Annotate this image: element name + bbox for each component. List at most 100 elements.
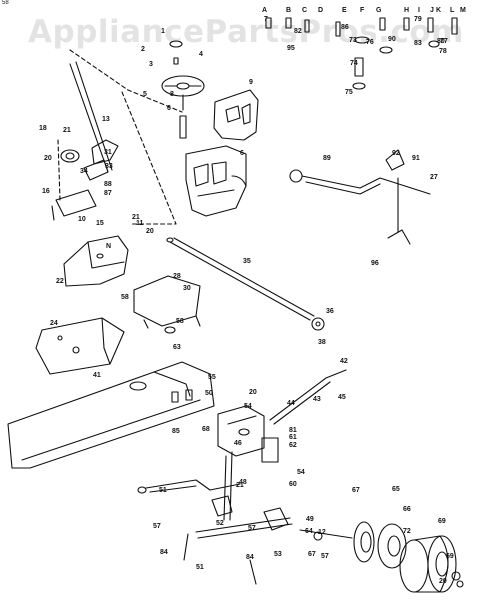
callout-21: 21: [132, 214, 140, 221]
letter-L: L: [450, 7, 455, 14]
callout-77: 77: [440, 38, 448, 45]
callout-68: 68: [202, 426, 210, 433]
callout-3: 3: [149, 61, 153, 68]
callout-42: 42: [340, 358, 348, 365]
steering-shaft: [69, 61, 113, 173]
letter-J: J: [430, 7, 434, 14]
callout-18: 18: [39, 125, 47, 132]
callout-67: 67: [352, 487, 360, 494]
letter-F: F: [360, 7, 365, 14]
callout-13: 13: [102, 116, 110, 123]
hardware-row: [265, 17, 458, 90]
callout-78: 78: [439, 48, 447, 55]
callout-50: 50: [205, 390, 213, 397]
callout-79: 79: [414, 16, 422, 23]
drag-link: [166, 237, 325, 331]
axle-support: [217, 405, 279, 463]
front-wheel: [399, 535, 464, 593]
callout-34: 34: [80, 168, 88, 175]
callout-5: 5: [143, 91, 147, 98]
callout-52: 52: [216, 520, 224, 527]
callout-96: 96: [371, 260, 379, 267]
callout-2: 2: [141, 46, 145, 53]
callout-80: 80: [437, 38, 445, 45]
callout-95: 95: [287, 45, 295, 52]
callout-53: 53: [274, 551, 282, 558]
letter-E: E: [342, 7, 347, 14]
callout-30: 30: [183, 285, 191, 292]
letter-G: G: [376, 7, 382, 14]
callout-74: 74: [350, 60, 358, 67]
letter-B: B: [286, 7, 291, 14]
callout-45: 45: [338, 394, 346, 401]
callout-84: 84: [160, 549, 168, 556]
callout-20: 20: [146, 228, 154, 235]
upper-dash: [213, 89, 259, 141]
callout-61: 61: [289, 434, 297, 441]
callout-84: 84: [246, 554, 254, 561]
mounting-plate: [133, 275, 201, 334]
main-frame: [7, 361, 215, 469]
callout-15: 15: [96, 220, 104, 227]
callout-91: 91: [412, 155, 420, 162]
callout-89: 89: [323, 155, 331, 162]
letter-C: C: [302, 7, 307, 14]
callout-46: 46: [234, 440, 242, 447]
callout-21: 21: [236, 482, 244, 489]
callout-49: 49: [306, 516, 314, 523]
steering-wheel: [161, 40, 205, 139]
callout-54: 54: [244, 403, 252, 410]
callout-31: 31: [104, 149, 112, 156]
callout-16: 16: [42, 188, 50, 195]
callout-73: 73: [349, 37, 357, 44]
callout-75: 75: [345, 89, 353, 96]
letter-K: K: [436, 7, 441, 14]
callout-51: 51: [196, 564, 204, 571]
callout-28: 28: [173, 273, 181, 280]
support-plate: [35, 317, 125, 375]
callout-24: 24: [50, 320, 58, 327]
letter-I: I: [418, 7, 420, 14]
callout-66: 66: [403, 506, 411, 513]
callout-20: 20: [439, 578, 447, 585]
callout-64: 64: [305, 528, 313, 535]
callout-22: 22: [56, 278, 64, 285]
letter-N: N: [106, 243, 111, 250]
callout-54: 54: [297, 469, 305, 476]
callout-85: 85: [172, 428, 180, 435]
callout-87: 87: [104, 190, 112, 197]
callout-82: 82: [294, 28, 302, 35]
callout-4: 4: [199, 51, 203, 58]
callout-7: 7: [264, 16, 268, 23]
bracket: [63, 235, 129, 287]
callout-58: 58: [176, 318, 184, 325]
callout-55: 55: [208, 374, 216, 381]
callout-33: 33: [105, 163, 113, 170]
callout-60: 60: [289, 481, 297, 488]
callout-43: 43: [313, 396, 321, 403]
corner-mark: 58: [2, 0, 9, 6]
callout-9: 9: [249, 79, 253, 86]
lift-link: [183, 451, 257, 585]
callout-72: 72: [403, 528, 411, 535]
lower-dash: [185, 145, 247, 217]
column-assembly: [51, 139, 119, 221]
callout-12: 12: [318, 529, 326, 536]
letter-D: D: [318, 7, 323, 14]
callout-69: 69: [438, 518, 446, 525]
callout-8: 8: [170, 91, 174, 98]
callout-83: 83: [414, 40, 422, 47]
callout-65: 65: [392, 486, 400, 493]
callout-41: 41: [93, 372, 101, 379]
callout-20: 20: [44, 155, 52, 162]
callout-20: 20: [249, 389, 257, 396]
callout-57: 57: [248, 525, 256, 532]
callout-6: 6: [167, 105, 171, 112]
callout-44: 44: [287, 400, 295, 407]
callout-57: 57: [321, 553, 329, 560]
watermark: AppliancePartsPros.com: [28, 14, 464, 50]
front-hub-assembly: [263, 507, 407, 569]
callout-92: 92: [392, 150, 400, 157]
